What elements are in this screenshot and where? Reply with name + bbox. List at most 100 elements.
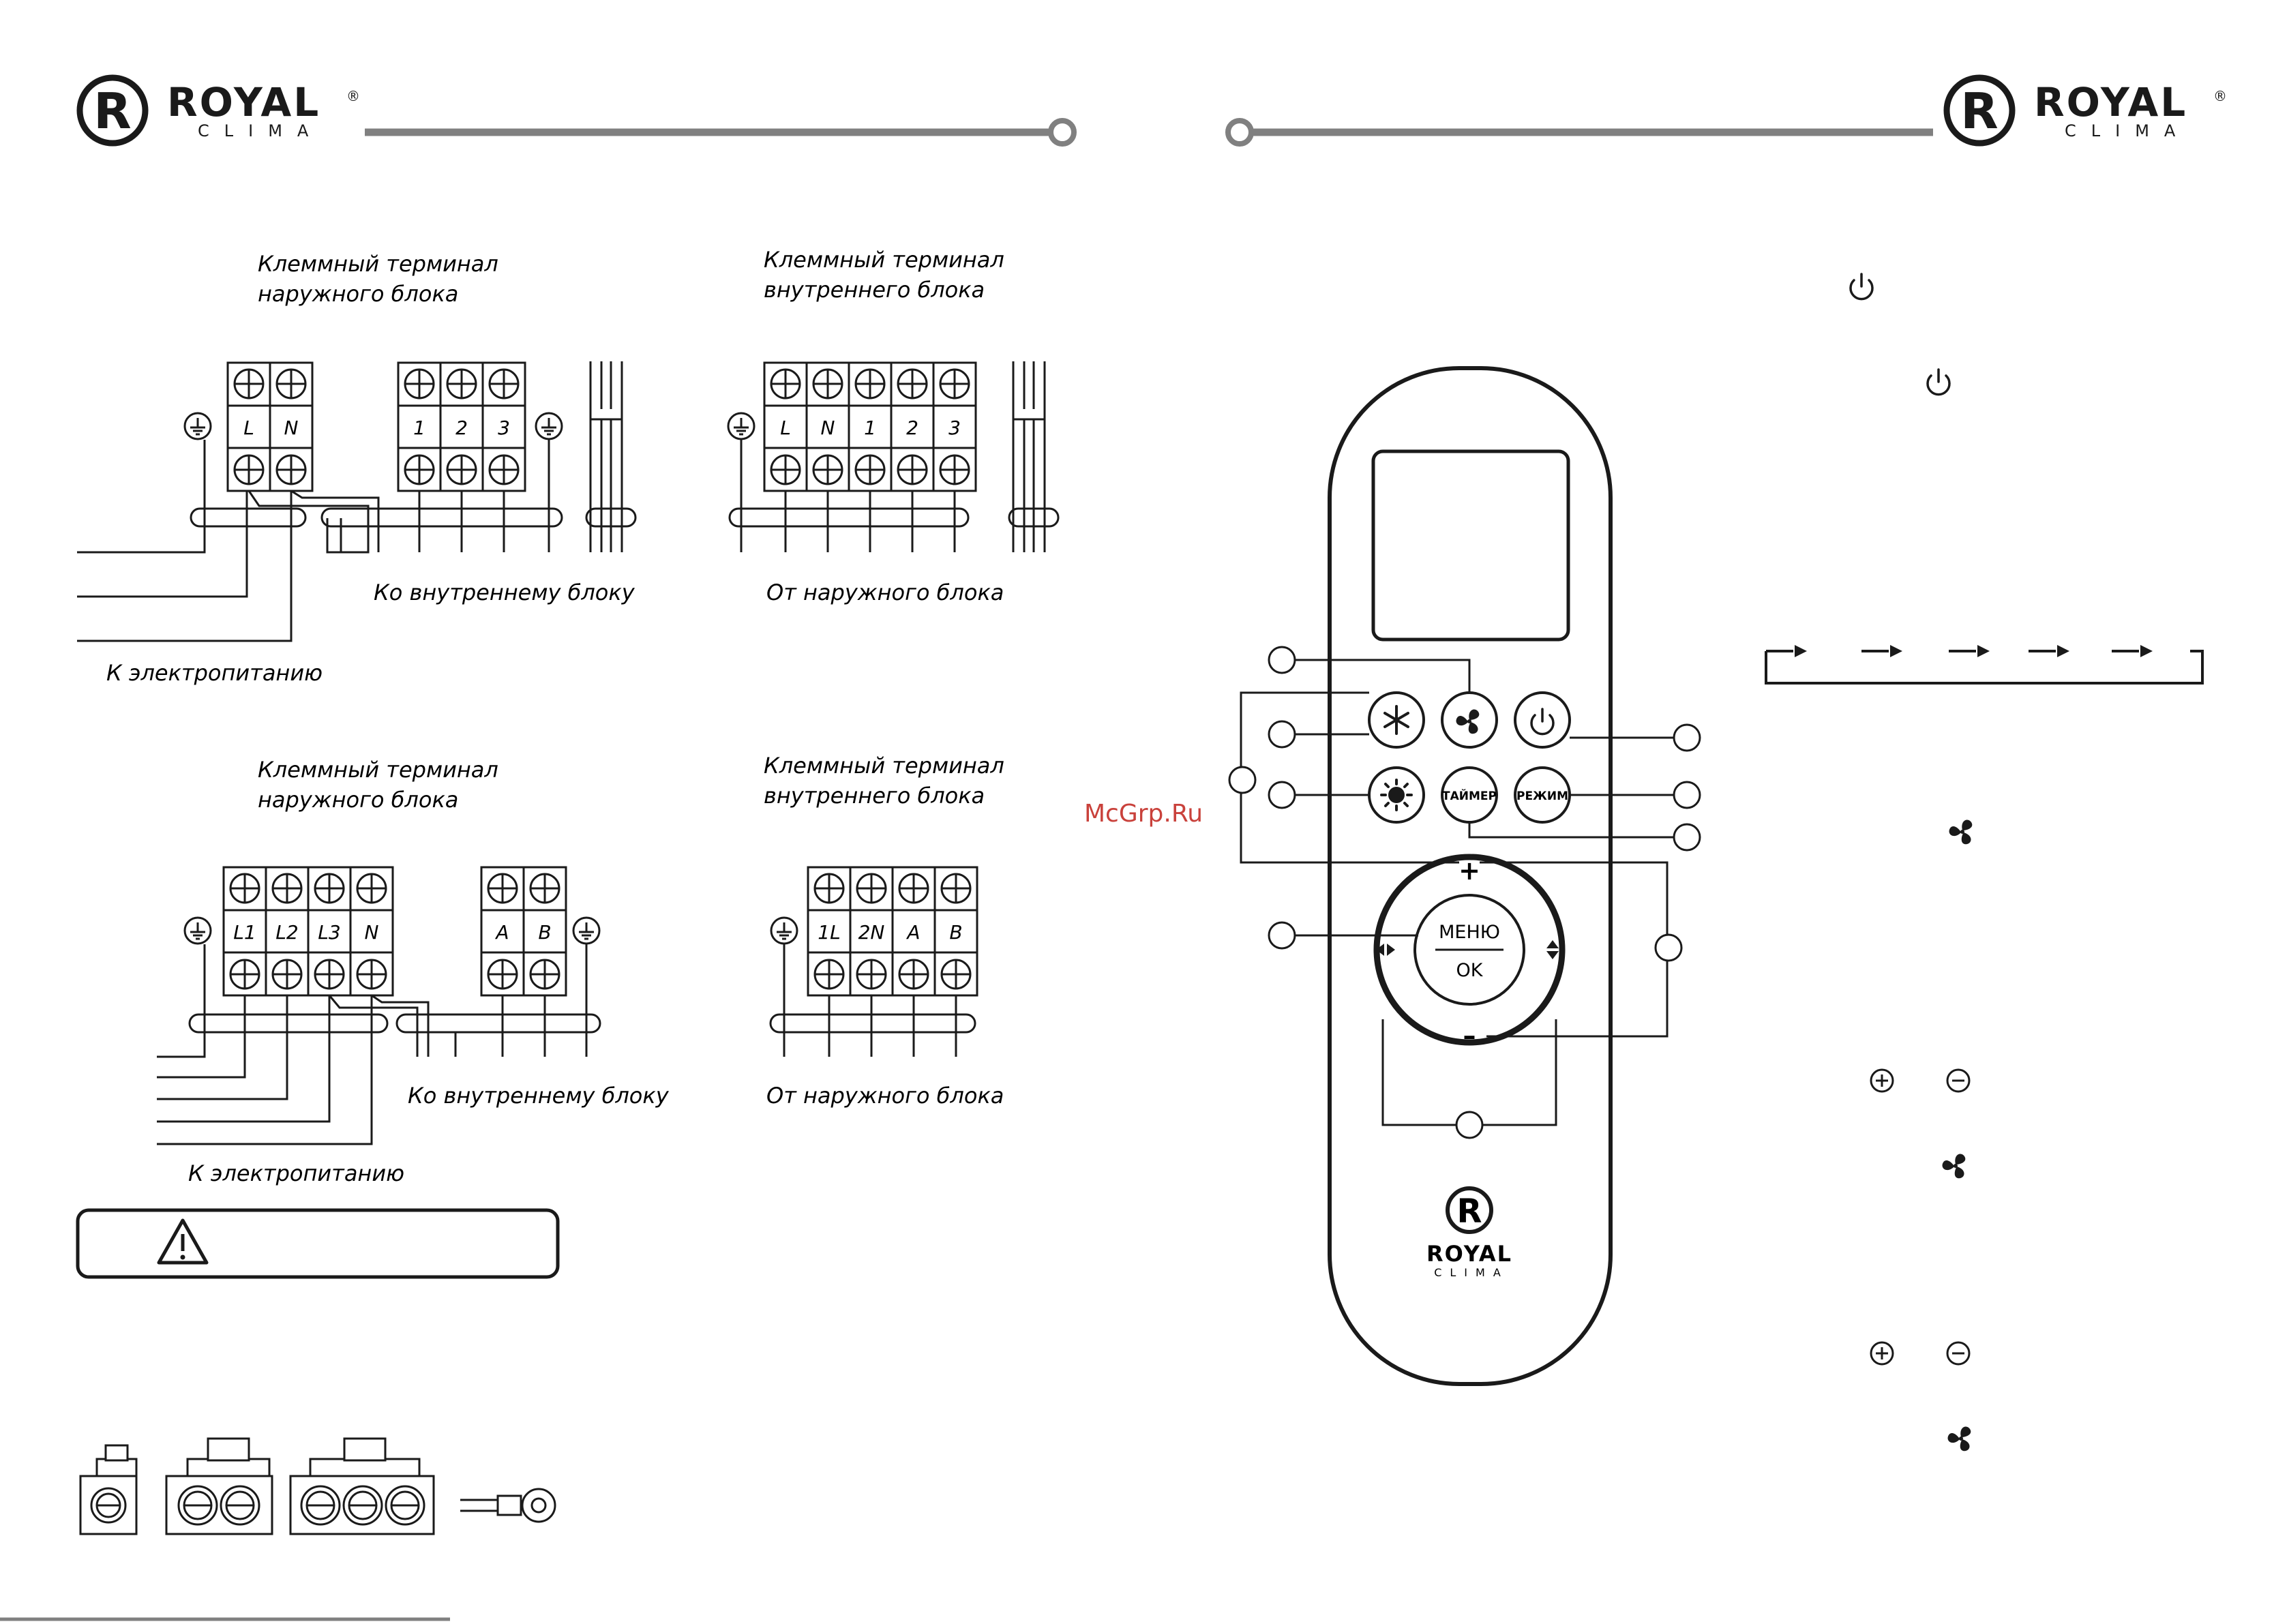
brand-sub: CLIMA xyxy=(2065,121,2190,140)
fan-button[interactable] xyxy=(1441,691,1498,749)
callout-marker xyxy=(1228,766,1257,794)
watermark-text: McGrp.Ru xyxy=(1084,800,1203,828)
terminal-label: 2 xyxy=(906,417,918,439)
outdoor-wires xyxy=(77,440,563,642)
remote-display xyxy=(1371,449,1570,642)
terminal-label: 2 xyxy=(455,417,468,439)
minus-circle-icon xyxy=(1946,1068,1971,1093)
from-outdoor-label: От наружного блока xyxy=(766,580,1004,605)
warning-box xyxy=(76,1208,560,1279)
callout-marker xyxy=(1268,720,1296,749)
sun-icon xyxy=(1380,779,1413,811)
terminal-label: 3 xyxy=(498,417,510,439)
ground-icon xyxy=(183,916,212,945)
callout-marker xyxy=(1455,1111,1484,1139)
terminal-block-outdoor-power: L1 L2 L3 N xyxy=(222,866,394,997)
mode-cycle-diagram xyxy=(1765,650,2204,685)
brand-reg: ® xyxy=(346,88,360,104)
plus-label[interactable]: + xyxy=(1458,856,1480,886)
terminal-label: 1 xyxy=(413,417,425,439)
terminal-label: A xyxy=(494,921,509,944)
terminal-label: L3 xyxy=(318,921,340,944)
timer-button[interactable]: ТАЙМЕР xyxy=(1441,766,1498,824)
terminal-block-indoor: 1L 2N A B xyxy=(807,866,978,997)
ground-icon xyxy=(535,412,563,440)
connector-triple xyxy=(289,1437,435,1535)
up-down-arrow-icon[interactable] xyxy=(1546,940,1559,959)
terminal-label: B xyxy=(949,921,962,944)
from-outdoor-label: От наружного блока xyxy=(766,1083,1004,1109)
outdoor-terminal-caption: наружного блока xyxy=(258,787,458,813)
connector-single xyxy=(79,1444,138,1535)
remote-logo-sub: CLIMA xyxy=(1434,1266,1509,1279)
terminal-label: 3 xyxy=(948,417,961,439)
remote-control: ТАЙМЕР РЕЖИМ МЕНЮ OK + – xyxy=(1228,366,1701,1386)
brand-mark: R xyxy=(1457,1192,1482,1231)
brand-name: ROYAL xyxy=(167,79,320,125)
timer-label: ТАЙМЕР xyxy=(1442,788,1497,803)
terminal-label: B xyxy=(538,921,551,944)
terminal-label: L xyxy=(780,417,791,439)
snowflake-button[interactable] xyxy=(1368,691,1425,749)
ground-icon xyxy=(183,412,212,440)
wiring-diagram-single-phase: Клеммный терминал наружного блока Клеммн… xyxy=(77,247,1060,686)
brand-mark: R xyxy=(1960,82,1998,140)
snowflake-icon xyxy=(1383,705,1409,735)
terminal-block-outdoor-signal: A B xyxy=(480,866,567,997)
indoor-wires xyxy=(769,944,976,1057)
connector-illustrations xyxy=(79,1437,556,1535)
fan-icon xyxy=(1940,1154,1966,1181)
navigation-pad[interactable]: МЕНЮ OK + – xyxy=(1373,854,1566,1051)
brand-logo-left: R ROYAL ® CLIMA xyxy=(76,74,360,147)
right-column-icons xyxy=(1765,273,2204,1454)
outdoor-terminal-caption: наружного блока xyxy=(258,281,458,307)
header-right: R ROYAL ® CLIMA xyxy=(1225,74,2227,147)
callout-marker xyxy=(1268,781,1296,809)
terminal-block-outdoor-signal: 1 2 3 xyxy=(397,361,526,492)
fan-icon xyxy=(1945,1426,1972,1454)
terminal-label: 2N xyxy=(858,921,885,944)
power-button[interactable] xyxy=(1514,691,1571,749)
ring-terminal xyxy=(460,1488,556,1523)
brand-reg: ® xyxy=(2213,88,2227,104)
left-right-arrow-icon[interactable] xyxy=(1376,944,1395,956)
terminal-label: 1L xyxy=(818,921,840,944)
heat-button[interactable] xyxy=(1368,766,1425,824)
terminal-label: L2 xyxy=(275,921,298,944)
warning-icon xyxy=(157,1218,209,1265)
ground-icon xyxy=(727,412,755,440)
connector-double xyxy=(165,1437,273,1535)
to-power-label: К электропитанию xyxy=(188,1160,404,1186)
minus-label[interactable]: – xyxy=(1463,1021,1476,1051)
outdoor-wires xyxy=(157,944,601,1145)
terminal-label: N xyxy=(821,417,835,439)
indoor-wires xyxy=(728,361,1060,552)
terminal-label: L xyxy=(243,417,254,439)
terminal-label: A xyxy=(906,921,920,944)
ground-icon xyxy=(572,916,601,945)
header-rule-end xyxy=(1048,118,1077,147)
mode-button[interactable]: РЕЖИМ xyxy=(1514,766,1571,824)
remote-logo: R ROYAL CLIMA xyxy=(1426,1186,1511,1279)
callout-marker xyxy=(1673,823,1701,852)
terminal-block-indoor: L N 1 2 3 xyxy=(763,361,977,492)
callout-marker xyxy=(1673,723,1701,752)
mode-cycle-arrows xyxy=(1795,645,2153,657)
brand-logo-right: R ROYAL ® CLIMA xyxy=(1943,74,2227,147)
header-rule-end xyxy=(1225,118,1254,147)
terminal-label: N xyxy=(365,921,379,944)
plus-circle-icon xyxy=(1870,1068,1894,1093)
indoor-terminal-caption: внутреннего блока xyxy=(764,277,985,303)
to-power-label: К электропитанию xyxy=(106,660,323,686)
power-icon xyxy=(1926,368,1951,396)
indoor-terminal-caption: Клеммный терминал xyxy=(764,753,1004,779)
indoor-terminal-caption: Клеммный терминал xyxy=(764,247,1004,273)
brand-mark: R xyxy=(93,82,131,140)
outdoor-terminal-caption: Клеммный терминал xyxy=(258,757,498,783)
power-icon xyxy=(1849,273,1874,301)
indoor-terminal-caption: внутреннего блока xyxy=(764,783,985,809)
outdoor-terminal-caption: Клеммный терминал xyxy=(258,251,498,277)
to-indoor-label: Ко внутреннему блоку xyxy=(408,1083,670,1109)
brand-sub: CLIMA xyxy=(198,121,323,140)
